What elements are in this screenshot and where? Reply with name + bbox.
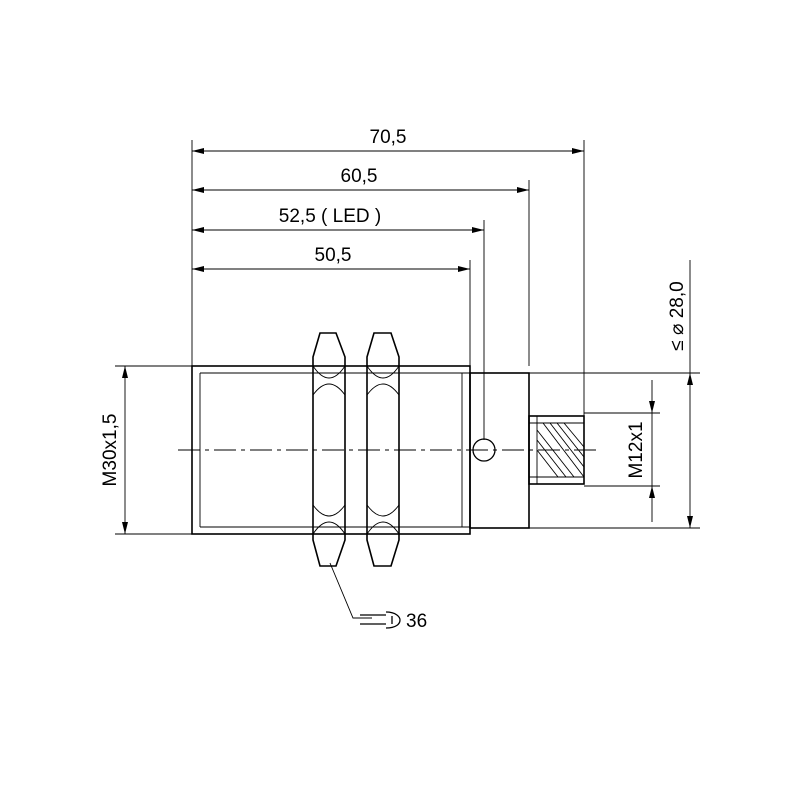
wrench-leader-line: [329, 562, 372, 619]
lock-nut-right: [366, 332, 400, 567]
threaded-body: [191, 365, 471, 535]
dim-connector-end: 60,5: [341, 166, 378, 187]
dim-connector-thread: M12x1: [626, 421, 647, 478]
thread-size-dimension: [115, 365, 192, 535]
dim-thread-length: 50,5: [315, 245, 352, 266]
wrench-icon: [360, 611, 401, 629]
dim-thread-size: M30x1,5: [100, 414, 121, 487]
dim-overall-length: 70,5: [370, 127, 407, 148]
diameter-dimension: [529, 260, 700, 529]
connector-thread-dimension: [584, 380, 660, 522]
dimension-lines: [191, 140, 585, 440]
wrench-size-label: 36: [406, 611, 427, 632]
dim-led-position: 52,5 ( LED ): [279, 206, 381, 227]
lock-nut-left: [312, 332, 346, 567]
dim-max-diameter: ≤ ⌀ 28,0: [667, 281, 688, 350]
